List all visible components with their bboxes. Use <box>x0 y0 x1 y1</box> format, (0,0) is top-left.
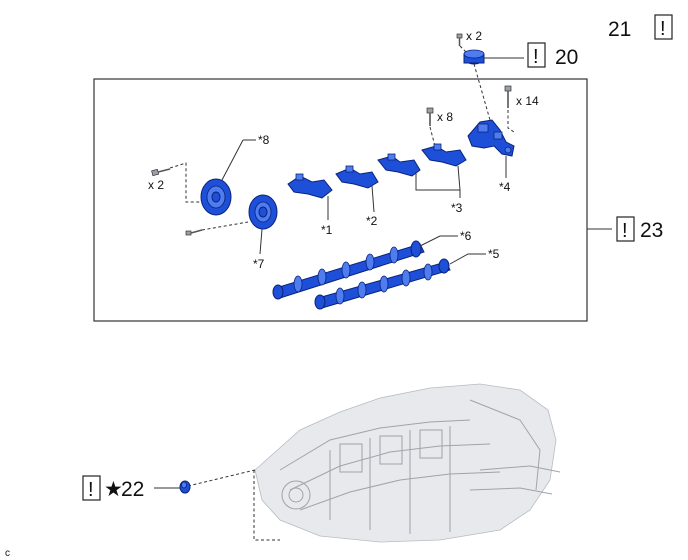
qty-x2-top: x 2 <box>466 29 482 43</box>
bolt-icon-x14 <box>504 85 512 108</box>
notice-mark-23: ! <box>622 220 628 242</box>
bolt-icon-left <box>151 168 171 177</box>
callout-star6: *6 <box>460 229 472 243</box>
assembly-frame-23 <box>93 78 588 322</box>
callout-star8: *8 <box>258 133 270 147</box>
qty-x2-left: x 2 <box>148 178 164 192</box>
bolt-icon-top <box>456 33 463 46</box>
camshaft-part-6 <box>272 240 425 300</box>
callout-23-number: 23 <box>640 219 663 242</box>
bearing-cap-part-1 <box>287 173 333 199</box>
callout-22-number: 22 <box>121 478 144 501</box>
callout-20: x 2 ! 20 <box>456 29 578 121</box>
notice-icon-23: ! <box>616 216 635 242</box>
notice-mark-20: ! <box>533 46 539 68</box>
callout-22: ! ★ 22 <box>82 475 191 501</box>
bolt-icon-gear7 <box>185 229 203 236</box>
callout-star3: *3 <box>451 201 463 215</box>
cam-timing-gear-part-8 <box>200 178 232 216</box>
callout-star7: *7 <box>253 257 265 271</box>
notice-mark-22: ! <box>88 479 94 501</box>
callout-21-number: 21 <box>608 18 631 41</box>
bolt-icon-x8 <box>426 107 434 126</box>
notice-icon-21: ! <box>654 14 673 40</box>
engine-illustration <box>254 383 561 543</box>
qty-x14: x 14 <box>516 94 539 108</box>
callout-20-number: 20 <box>555 46 578 69</box>
callout-star4: *4 <box>499 180 511 194</box>
corner-mark: c <box>5 548 10 559</box>
star-icon: ★ <box>104 478 123 501</box>
notice-mark-21: ! <box>660 18 666 40</box>
callout-star2: *2 <box>366 214 378 228</box>
notice-icon-20: ! <box>527 42 546 68</box>
camshaft-housing-part-4 <box>467 119 515 157</box>
callout-21: 21 ! <box>608 14 673 41</box>
bearing-cap-part-3a <box>377 153 421 177</box>
plug-part-22 <box>179 480 191 494</box>
callout-23: ! 23 <box>587 216 663 242</box>
callout-star5: *5 <box>488 247 500 261</box>
notice-icon-22: ! <box>82 475 101 501</box>
bearing-cap-part-2 <box>335 165 379 189</box>
camshaft-part-5 <box>314 258 451 310</box>
qty-x8: x 8 <box>437 110 453 124</box>
bearing-cap-part-3b <box>421 143 467 167</box>
oil-control-valve-part-20 <box>463 49 485 65</box>
callout-star1: *1 <box>321 223 333 237</box>
cam-timing-gear-part-7 <box>248 194 278 230</box>
